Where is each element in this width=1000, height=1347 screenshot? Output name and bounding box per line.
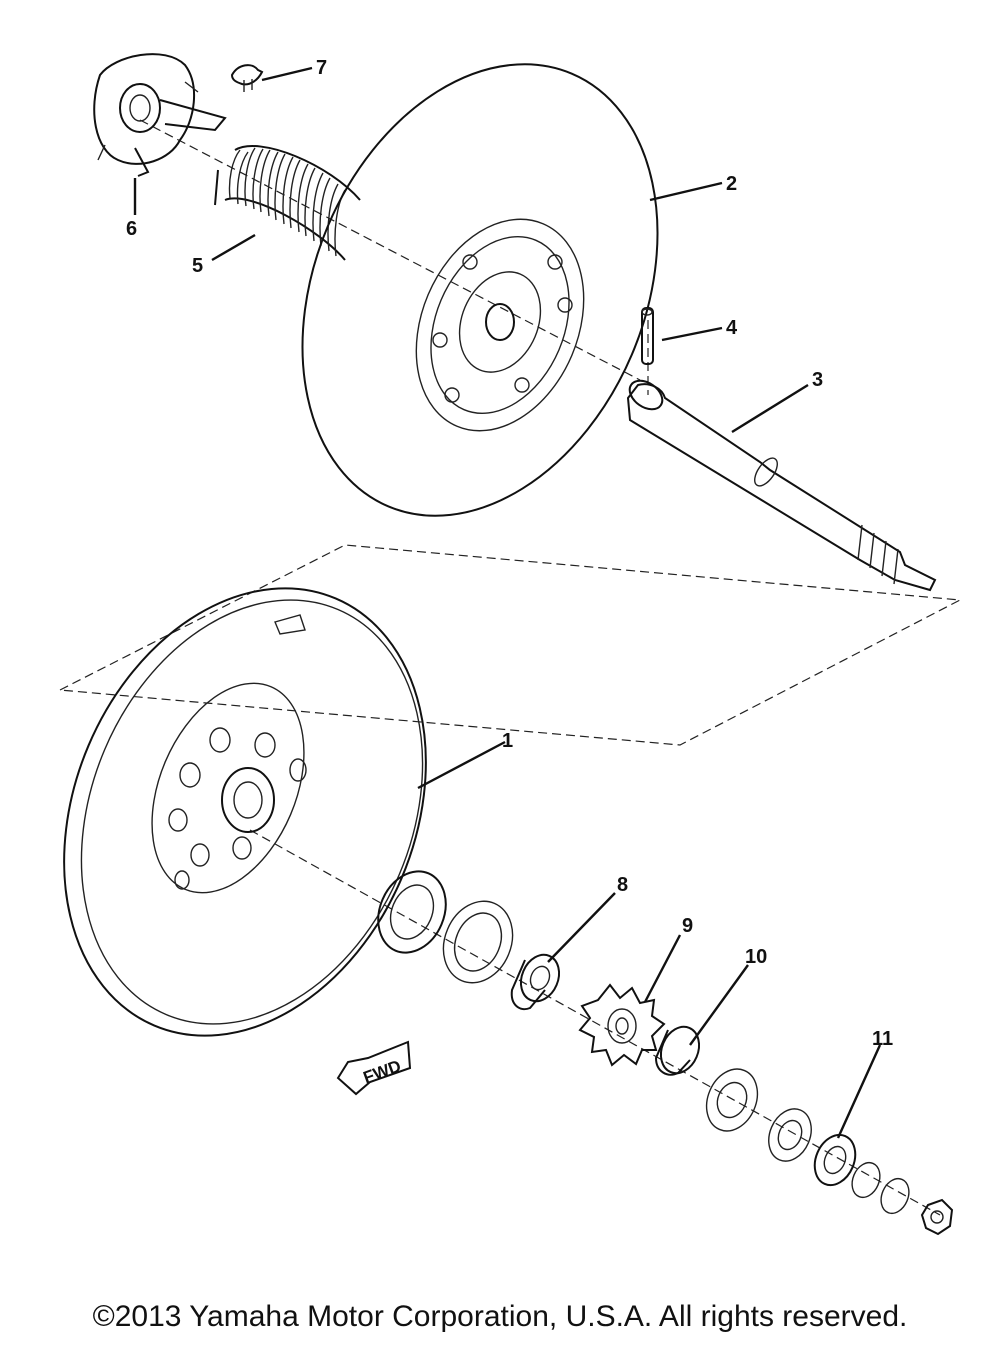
- callout-4: 4: [726, 317, 738, 339]
- bearing-seal-left: [377, 870, 447, 954]
- part-4-pin: [641, 307, 654, 365]
- callout-3: 3: [812, 369, 823, 391]
- callout-7: 7: [316, 57, 327, 79]
- bearing-right: [705, 1068, 759, 1132]
- part-10-spacer: [654, 1025, 701, 1076]
- callout-10: 10: [745, 946, 767, 968]
- leader-lines: [133, 66, 882, 1139]
- fwd-label: FWD: [361, 1056, 404, 1087]
- assembly-reference-lines: [59, 119, 963, 1216]
- part-6-cam-housing: [93, 53, 227, 177]
- part-8-spacer: [510, 953, 561, 1010]
- callout-1: 1: [502, 730, 513, 752]
- fwd-direction-marker: FWD: [336, 1040, 412, 1096]
- lock-washer: [851, 1161, 910, 1215]
- copyright-notice: ©2013 Yamaha Motor Corporation, U.S.A. A…: [92, 1300, 908, 1333]
- exploded-parts-diagram: FWD 7 2 4 3 5 6 1 8 9 10 11: [59, 53, 963, 1236]
- callout-9: 9: [682, 915, 693, 937]
- callout-labels: 7 2 4 3 5 6 1 8 9 10 11: [126, 57, 893, 1050]
- part-9-sprocket: [578, 983, 666, 1067]
- part-11-seal: [813, 1133, 857, 1187]
- callout-11: 11: [872, 1028, 893, 1050]
- part-1-fixed-sheave: [63, 587, 427, 1037]
- part-7-clip: [230, 64, 264, 92]
- callout-6: 6: [126, 218, 137, 240]
- part-2-sheave-disc: [301, 63, 659, 517]
- part-3-shaft: [626, 379, 937, 592]
- callout-2: 2: [726, 173, 737, 195]
- callout-8: 8: [617, 874, 628, 896]
- callout-5: 5: [192, 255, 203, 277]
- bearing-ring: [442, 900, 514, 984]
- washer: [768, 1108, 812, 1162]
- part-5-spring: [214, 145, 361, 261]
- nut: [920, 1198, 954, 1236]
